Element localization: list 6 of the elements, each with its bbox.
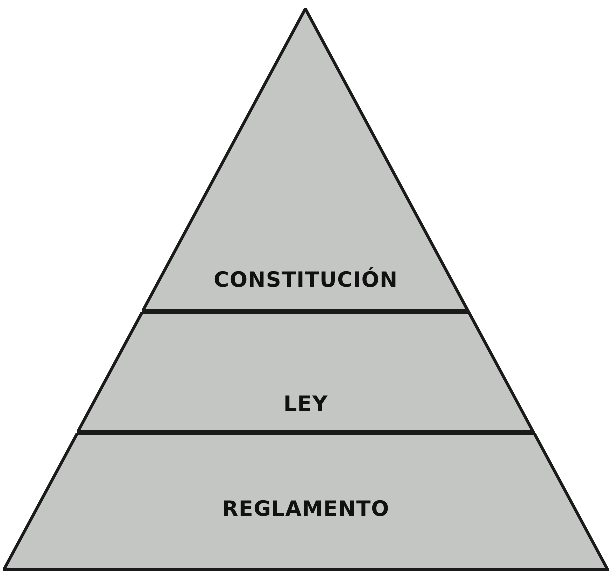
tier-label: LEY [284,392,328,416]
tier-label: REGLAMENTO [222,497,390,521]
tier-label: CONSTITUCIÓN [214,268,398,292]
pyramid-tier [77,312,535,433]
pyramid-tier [142,8,470,312]
pyramid-tier [3,433,609,571]
